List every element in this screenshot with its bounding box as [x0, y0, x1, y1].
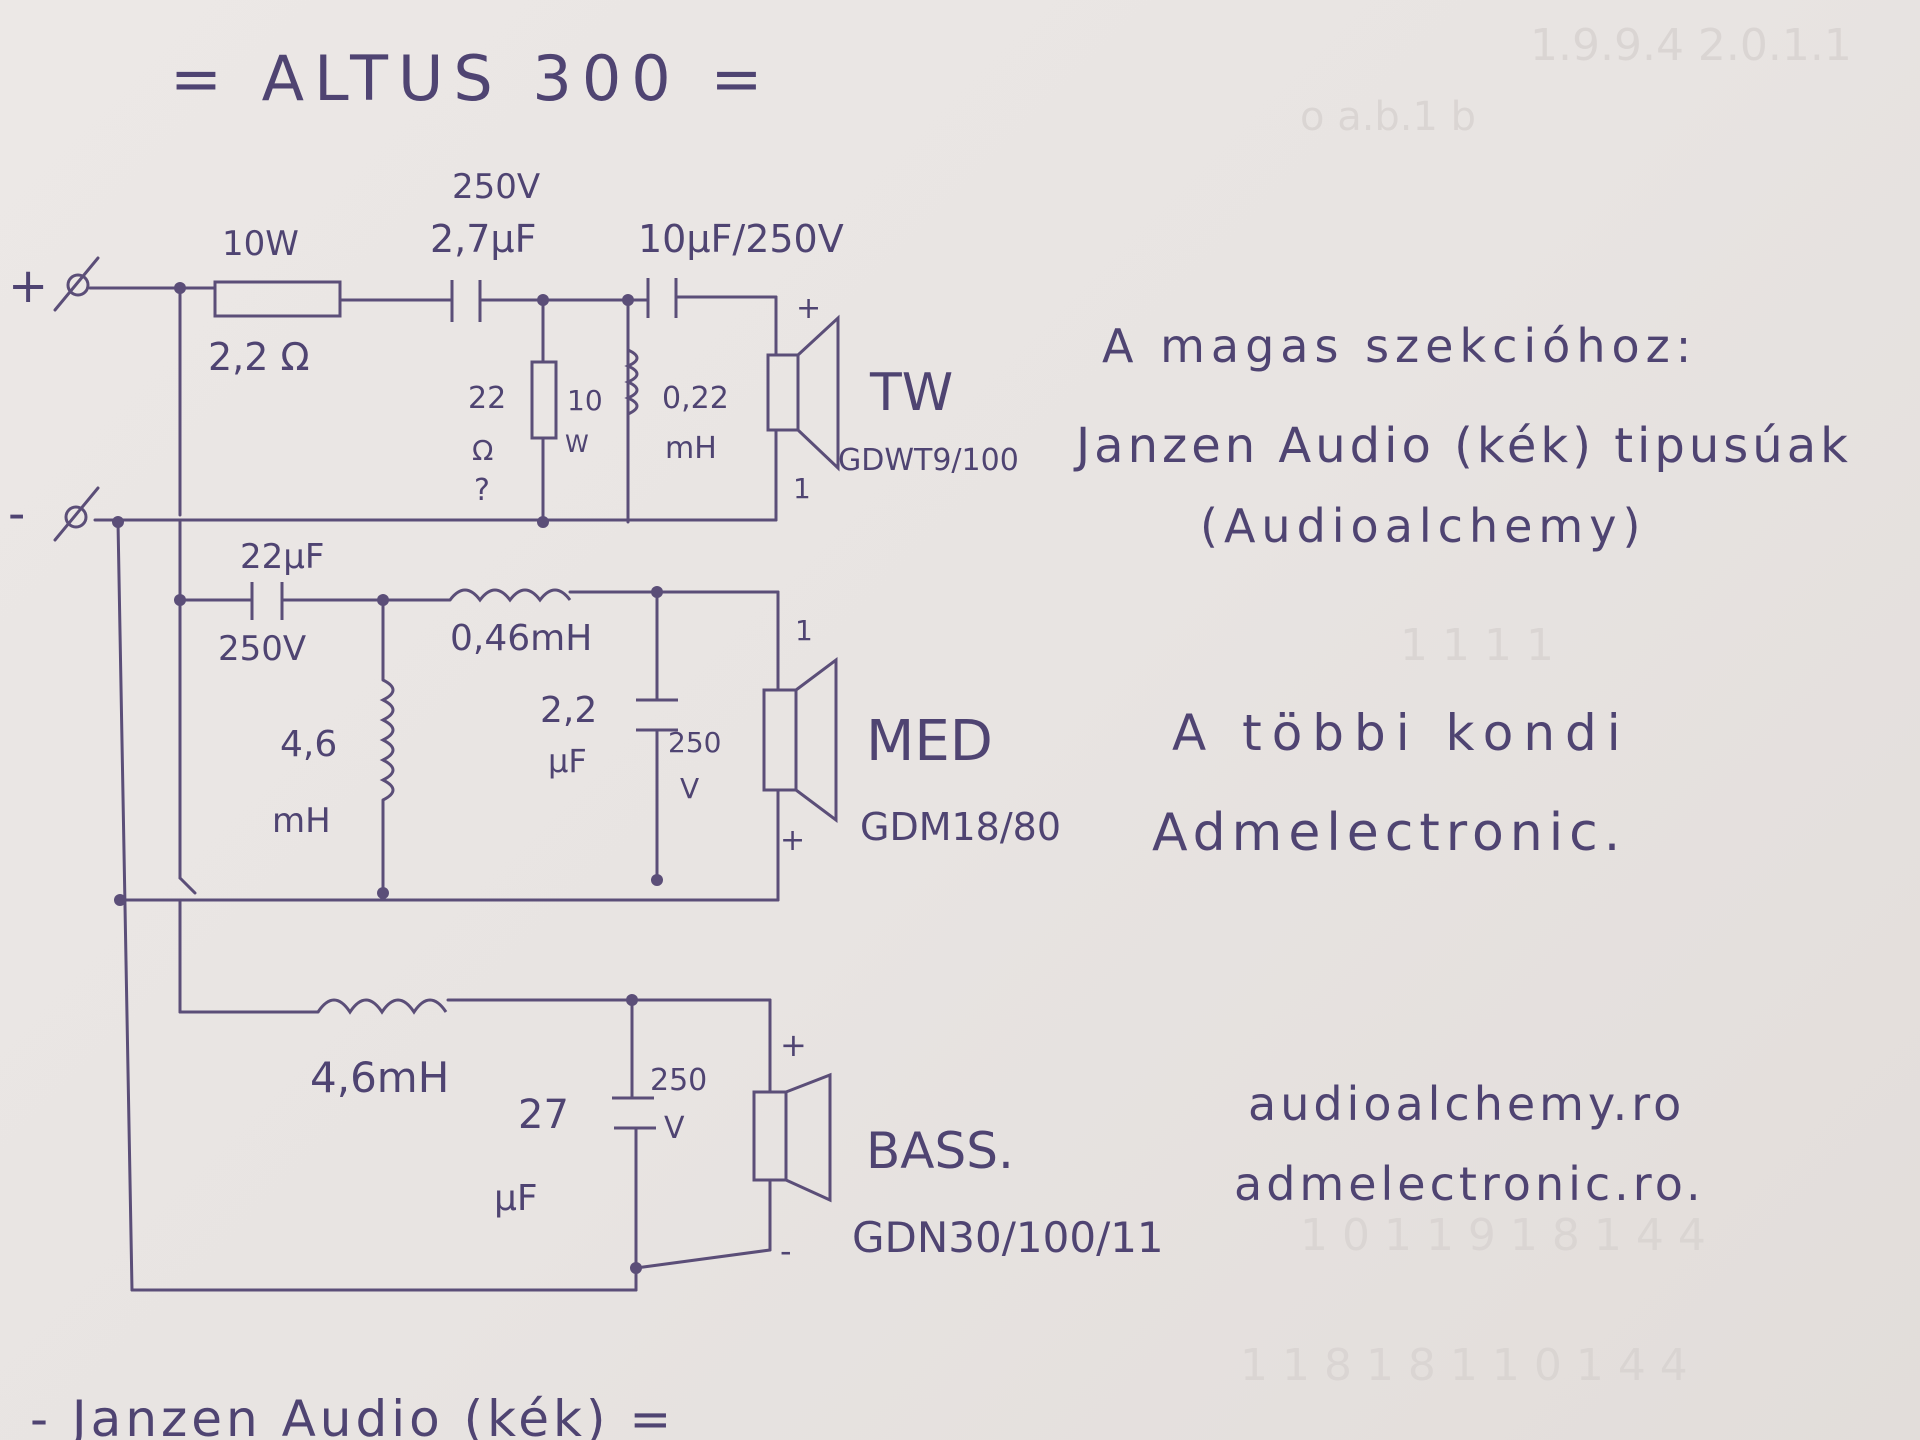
- inductor-l4: [316, 998, 448, 1015]
- capacitor-c3: [250, 582, 284, 620]
- c4-voltage-label-b: V: [680, 772, 699, 805]
- website-admelectronic: admelectronic.ro.: [1234, 1157, 1705, 1211]
- l3-value-label-a: 4,6: [280, 724, 337, 765]
- r2-power-label-b: W: [565, 430, 589, 458]
- tweeter-symbol: [766, 314, 840, 472]
- c4-value-label-a: 2,2: [540, 690, 597, 731]
- woofer-model-label: GDN30/100/11: [852, 1213, 1164, 1262]
- note-line-3: (Audioalchemy): [1200, 499, 1646, 553]
- resistor-r1: [213, 280, 342, 318]
- svg-text:1 1 1 1: 1 1 1 1: [1400, 620, 1554, 671]
- c5-value-label-a: 27: [518, 1092, 569, 1138]
- inductor-l2: [448, 588, 572, 603]
- c1-value-label: 2,7µF: [430, 217, 536, 261]
- r1-power-label: 10W: [222, 224, 299, 264]
- r2-value-label-b: Ω: [472, 434, 493, 467]
- midrange-model-label: GDM18/80: [860, 805, 1061, 849]
- svg-text:o a.b.1 b: o a.b.1 b: [1300, 94, 1476, 140]
- capacitor-c4: [636, 698, 678, 732]
- tweeter-plus-label: +: [796, 291, 821, 326]
- l2-value-label: 0,46mH: [450, 618, 592, 659]
- woofer-label: BASS.: [866, 1122, 1014, 1180]
- c3-value-label: 22µF: [240, 537, 324, 577]
- paper-imprint: 1.9.9.4 2.0.1.1 o a.b.1 b 1 1 1 1 1 0 1 …: [1240, 20, 1852, 1391]
- page-title: = ALTUS 300 =: [170, 42, 772, 115]
- l1-value-label-a: 0,22: [662, 381, 729, 416]
- svg-text:1.9.9.4 2.0.1.1: 1.9.9.4 2.0.1.1: [1530, 20, 1852, 71]
- minus-terminal-label: -: [8, 486, 25, 542]
- note-line-5: Admelectronic.: [1152, 803, 1626, 863]
- footer-note: - Janzen Audio (kék) =: [30, 1390, 675, 1440]
- midrange-label: MED: [866, 709, 993, 774]
- tweeter-minus-label: 1: [793, 472, 811, 505]
- l1-value-label-b: mH: [665, 431, 717, 466]
- c4-voltage-label-a: 250: [668, 726, 721, 759]
- tweeter-label: TW: [869, 363, 953, 423]
- note-line-1: A magas szekcióhoz:: [1102, 319, 1697, 373]
- c5-voltage-label-a: 250: [650, 1063, 707, 1098]
- r1-value-label: 2,2 Ω: [208, 335, 310, 379]
- svg-text:1 1 8 1 8 1 1 0 1 4 4: 1 1 8 1 8 1 1 0 1 4 4: [1240, 1340, 1688, 1391]
- website-audioalchemy: audioalchemy.ro: [1248, 1077, 1685, 1131]
- c4-value-label-b: µF: [548, 742, 587, 780]
- circuit-wires: [53, 256, 780, 1292]
- r2-power-label-a: 10: [567, 384, 603, 417]
- capacitor-c2: [646, 278, 678, 318]
- inductor-l3: [379, 678, 395, 802]
- c5-voltage-label-b: V: [664, 1111, 685, 1146]
- plus-terminal-label: +: [8, 258, 48, 314]
- capacitor-c1: [450, 280, 482, 322]
- l4-value-label: 4,6mH: [310, 1053, 449, 1102]
- midrange-plus-label: +: [780, 823, 805, 858]
- midrange-top-label: 1: [795, 614, 813, 647]
- r2-value-label-a: 22: [468, 381, 506, 416]
- woofer-minus-label: -: [780, 1232, 792, 1270]
- midrange-symbol: [762, 657, 838, 823]
- c1-voltage-label: 250V: [452, 167, 540, 207]
- inductor-l1: [624, 348, 639, 416]
- r2-value-label-c: ?: [474, 473, 490, 508]
- c3-voltage-label: 250V: [218, 629, 306, 669]
- woofer-plus-label: +: [780, 1026, 807, 1064]
- capacitor-c5: [612, 1096, 656, 1130]
- svg-text:1 0 1 1 9 1 8 1 4 4: 1 0 1 1 9 1 8 1 4 4: [1300, 1210, 1706, 1261]
- c5-value-label-b: µF: [494, 1178, 538, 1219]
- woofer-symbol: [752, 1072, 832, 1203]
- resistor-r2: [530, 360, 558, 440]
- note-line-2: Janzen Audio (kék) tipusúak: [1073, 418, 1852, 474]
- c2-value-label: 10µF/250V: [638, 217, 844, 261]
- tweeter-model-label: GDWT9/100: [838, 443, 1019, 478]
- l3-value-label-b: mH: [272, 801, 331, 841]
- note-line-4: A többi kondi: [1172, 704, 1631, 762]
- junction-dots: [112, 282, 663, 1274]
